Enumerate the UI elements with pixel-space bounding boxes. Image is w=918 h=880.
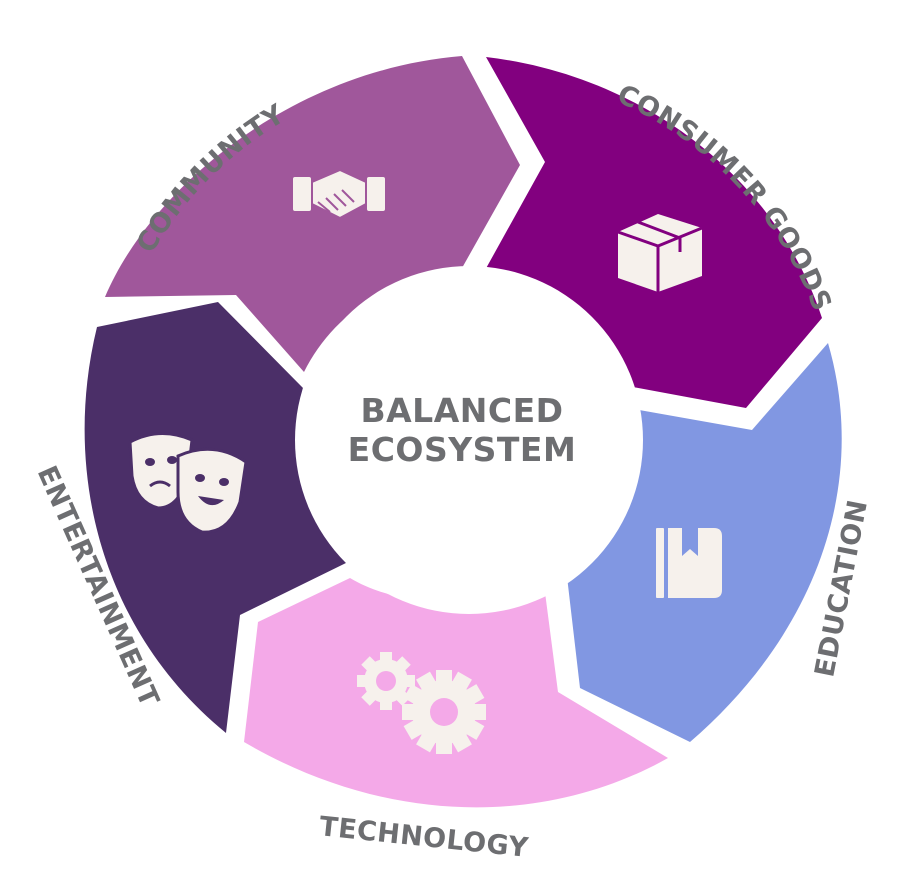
center-circle	[295, 266, 643, 614]
theater-masks-icon	[128, 431, 248, 534]
center-title-line1: BALANCED	[360, 391, 563, 430]
center-title-line2: ECOSYSTEM	[348, 430, 577, 469]
label-technology: TECHNOLOGY	[318, 811, 530, 864]
box-icon	[617, 214, 703, 292]
handshake-icon	[291, 168, 387, 220]
gears-icon	[357, 652, 486, 754]
book-icon	[656, 528, 722, 598]
segment-community	[105, 56, 520, 372]
